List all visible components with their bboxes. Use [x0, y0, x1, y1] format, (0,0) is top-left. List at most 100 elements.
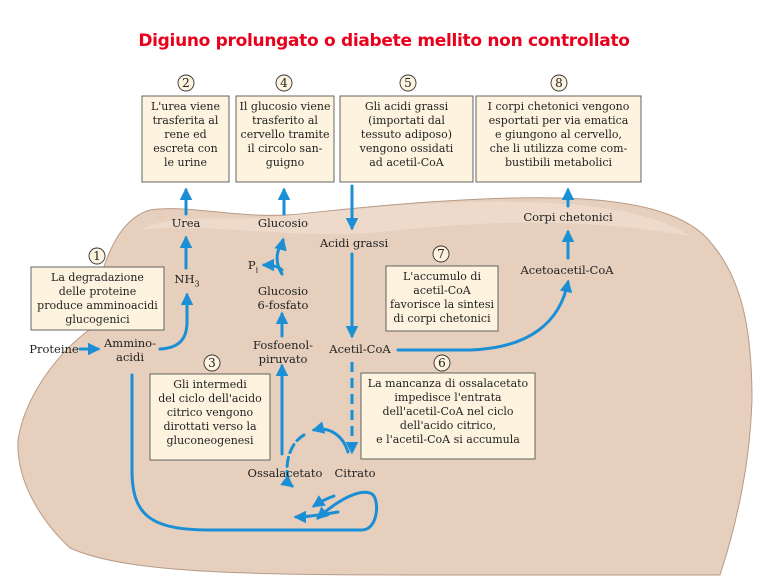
step-3-marker: [203, 354, 221, 372]
nh3-subscript: 3: [194, 279, 200, 289]
arrow-acetil-coa-to-acetoacetil-coa: [396, 279, 573, 352]
step-1-line: produce amminoacidi: [37, 299, 158, 312]
step-7-line: di corpi chetonici: [393, 312, 491, 325]
step-7-box: [385, 265, 499, 332]
step-5-line: (importati dal: [368, 114, 445, 127]
step-2-line: L'urea viene: [150, 100, 221, 113]
step-1-box: [30, 266, 165, 331]
step-1-number: 1: [93, 249, 101, 263]
arrow-amminoacidi-to-ossalacetato-route: [130, 373, 379, 532]
fosfoenol-line-2: piruvato: [258, 352, 308, 366]
pi-subscript: i: [255, 265, 259, 275]
arrow-route-inner-1: [293, 510, 340, 524]
step-5-box: [339, 95, 474, 183]
acetil-coa-label: Acetil-CoA: [329, 342, 391, 356]
amminoacidi-line-2: acidi: [115, 350, 144, 364]
pi-label: Pi: [244, 258, 262, 277]
step-5-line: ad acetil-CoA: [369, 156, 444, 169]
step-6-line: impedisce l'entrata: [394, 391, 502, 404]
step-1-line: La degradazione: [51, 271, 144, 284]
liver-highlight: [140, 201, 690, 236]
step-4-number: 4: [280, 76, 288, 90]
step-7-line: L'accumulo di: [402, 270, 481, 283]
step-6-line: La mancanza di ossalacetato: [367, 377, 529, 390]
fosfoenol-line-1: Fosfoenol-: [252, 338, 314, 352]
amminoacidi-label: Ammino-acidi: [100, 336, 160, 364]
step-4-box: [235, 95, 335, 183]
proteine-label: Proteine: [29, 342, 79, 356]
step-4-line: Il glucosio viene: [239, 100, 331, 113]
acetoacetil-coa-label: Acetoacetil-CoA: [520, 263, 614, 277]
acidi-grassi-label: Acidi grassi: [319, 236, 389, 250]
step-4-line: cervello tramite: [240, 128, 330, 141]
step-4-line: il circolo san-: [247, 142, 323, 155]
step-1-marker: [88, 247, 106, 265]
arrow-pi-release: [261, 258, 284, 272]
step-2-line: escreta con: [153, 142, 218, 155]
step-8-box: [475, 95, 642, 183]
ossalacetato-label: Ossalacetato: [247, 466, 323, 480]
step-5-marker: [399, 74, 417, 92]
step-3-number: 3: [208, 356, 216, 370]
step-8-line: esportati per via ematica: [488, 114, 629, 127]
citrato-label: Citrato: [334, 466, 376, 480]
step-6-number: 6: [438, 356, 446, 370]
step-4-line: trasferito al: [252, 114, 318, 127]
step-6-line: dell'acetil-CoA nel ciclo: [382, 405, 514, 418]
nh3-base: NH: [174, 272, 195, 286]
glucosio-label: Glucosio: [257, 216, 309, 230]
nh3-label: NH3: [166, 272, 208, 291]
step-7-line: acetil-CoA: [413, 284, 471, 297]
step-7-number: 7: [437, 247, 445, 261]
step-8-marker: [550, 74, 568, 92]
step-2-line: le urine: [164, 156, 207, 169]
step-8-number: 8: [555, 76, 563, 90]
step-3-line: citrico vengono: [166, 406, 254, 419]
fosfoenolpiruvato-label: Fosfoenol-piruvato: [244, 338, 322, 366]
step-2-marker: [177, 74, 195, 92]
diagram-title: Digiuno prolungato o diabete mellito non…: [138, 31, 630, 51]
step-3-line: dirottati verso la: [163, 420, 257, 433]
step-2-number: 2: [182, 76, 190, 90]
step-5-line: Gli acidi grassi: [364, 100, 449, 113]
step-7-marker: [432, 245, 450, 263]
step-7-line: favorisce la sintesi: [390, 298, 494, 311]
step-3-line: gluconeogenesi: [166, 434, 254, 447]
step-3-line: del ciclo dell'acido: [158, 392, 262, 405]
arrow-g6p-to-glucosio: [274, 237, 287, 276]
step-2-line: trasferita al: [152, 114, 219, 127]
step-8-line: I corpi chetonici vengono: [487, 100, 630, 113]
step-8-line: bustibili metabolici: [504, 156, 613, 169]
step-1-line: delle proteine: [58, 285, 137, 298]
step-3-box: [149, 373, 271, 461]
arrow-route-inner-2: [311, 494, 336, 508]
step-4-marker: [275, 74, 293, 92]
cycle-dashed-arc: [280, 433, 306, 488]
step-6-box: [360, 372, 536, 460]
corpi-chetonici-label: Corpi chetonici: [523, 210, 613, 224]
glucosio6f-line-2: 6-fosfato: [257, 298, 309, 312]
pi-base: P: [247, 258, 256, 272]
step-6-line: dell'acido citrico,: [399, 419, 497, 432]
step-3-line: Gli intermedi: [173, 378, 247, 391]
step-8-line: che li utilizza come com-: [489, 142, 628, 155]
step-2-box: [141, 95, 230, 183]
arrow-amminoacidi-to-nh3: [158, 292, 194, 351]
step-1-line: glucogenici: [65, 313, 130, 326]
step-2-line: rene ed: [164, 128, 207, 141]
step-8-line: e giungono al cervello,: [495, 128, 622, 141]
urea-label: Urea: [171, 216, 201, 230]
step-4-line: guigno: [265, 156, 305, 169]
step-6-line: e l'acetil-CoA si accumula: [376, 433, 520, 446]
step-5-line: vengono ossidati: [359, 142, 454, 155]
